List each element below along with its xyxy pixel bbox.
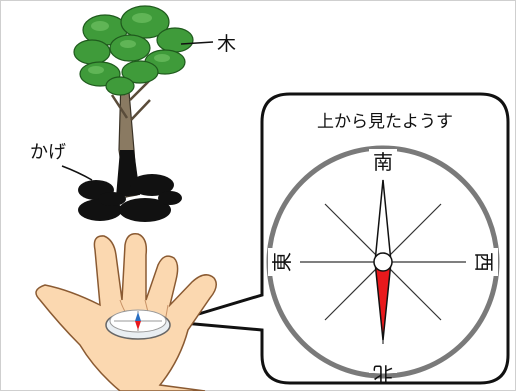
tree-shadow — [78, 150, 182, 222]
direction-south: 南 — [373, 150, 393, 174]
small-compass — [105, 309, 171, 340]
shadow-label: かげ — [30, 142, 66, 163]
tree-label: 木 — [217, 33, 236, 55]
needle-pivot — [373, 252, 393, 272]
direction-west: 西 — [472, 252, 496, 272]
bubble-title: 上から見たようす — [317, 112, 453, 132]
shadow-label-leader — [61, 165, 93, 181]
tree-label-leader — [180, 41, 214, 45]
direction-east: 東 — [270, 252, 294, 272]
direction-north: 北 — [373, 362, 393, 386]
compass-top-view: 南 北 東 西 — [266, 145, 500, 386]
